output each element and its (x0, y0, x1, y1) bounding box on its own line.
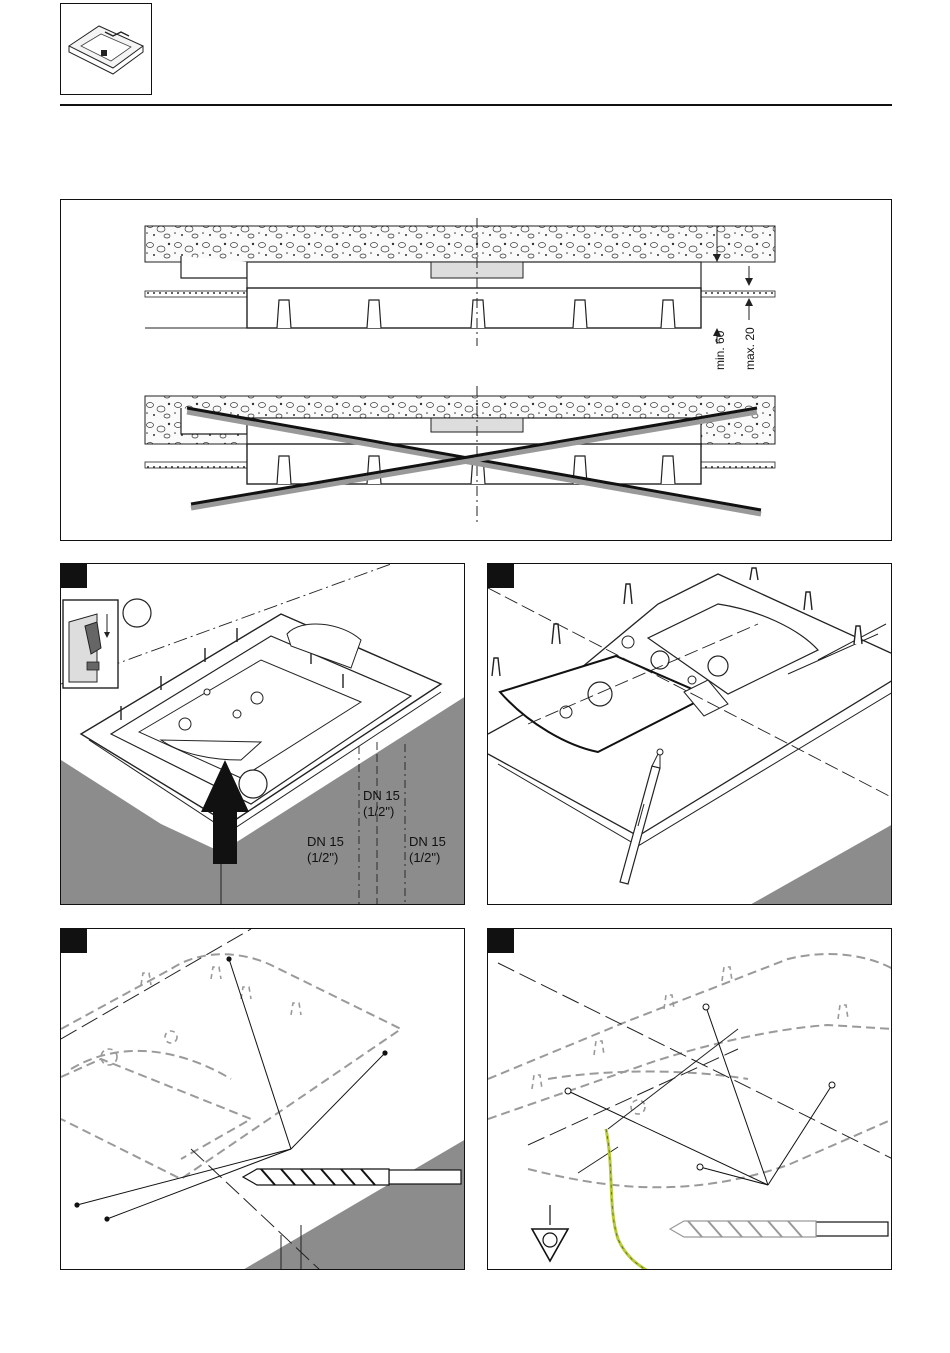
drill-bit-icon (243, 1169, 461, 1185)
step-4-marker (488, 929, 514, 953)
pipe-label-right-sub: (1/2") (409, 850, 440, 865)
pipe-label-left-sub: (1/2") (307, 850, 338, 865)
step-2-drawing (488, 564, 892, 905)
step-4-panel (487, 928, 892, 1270)
step-1-drawing: DN 15 (1/2") DN 15 (1/2") DN 15 (1/2") (61, 564, 465, 905)
dimension-max-label: max. 20 (743, 327, 757, 370)
step-2-panel (487, 563, 892, 905)
step-3-panel (60, 928, 465, 1270)
pipe-label-center-sub: (1/2") (363, 804, 394, 819)
step-3-drawing (61, 929, 465, 1270)
step-2-marker (488, 564, 514, 588)
step-4-drawing (488, 929, 892, 1270)
correct-installation: min. 60 max. 20 (145, 218, 775, 370)
cross-section-drawing: min. 60 max. 20 (61, 200, 892, 541)
drill-bit-icon (670, 1221, 888, 1237)
header-divider (60, 104, 892, 106)
dimension-min-label: min. 60 (713, 330, 727, 370)
pipe-label-right: DN 15 (409, 834, 446, 849)
step-1-marker (61, 564, 87, 588)
pencil-icon (620, 749, 663, 884)
product-thumbnail (60, 3, 152, 95)
step-1-panel: DN 15 (1/2") DN 15 (1/2") DN 15 (1/2") (60, 563, 465, 905)
incorrect-installation (145, 386, 775, 522)
pipe-label-center: DN 15 (363, 788, 400, 803)
ground-symbol-icon (532, 1205, 568, 1261)
detail-inset (63, 600, 118, 688)
step-3-marker (61, 929, 87, 953)
pipe-label-left: DN 15 (307, 834, 344, 849)
bathtub-thumbnail-icon (61, 4, 151, 94)
installation-cross-section-panel: min. 60 max. 20 (60, 199, 892, 541)
